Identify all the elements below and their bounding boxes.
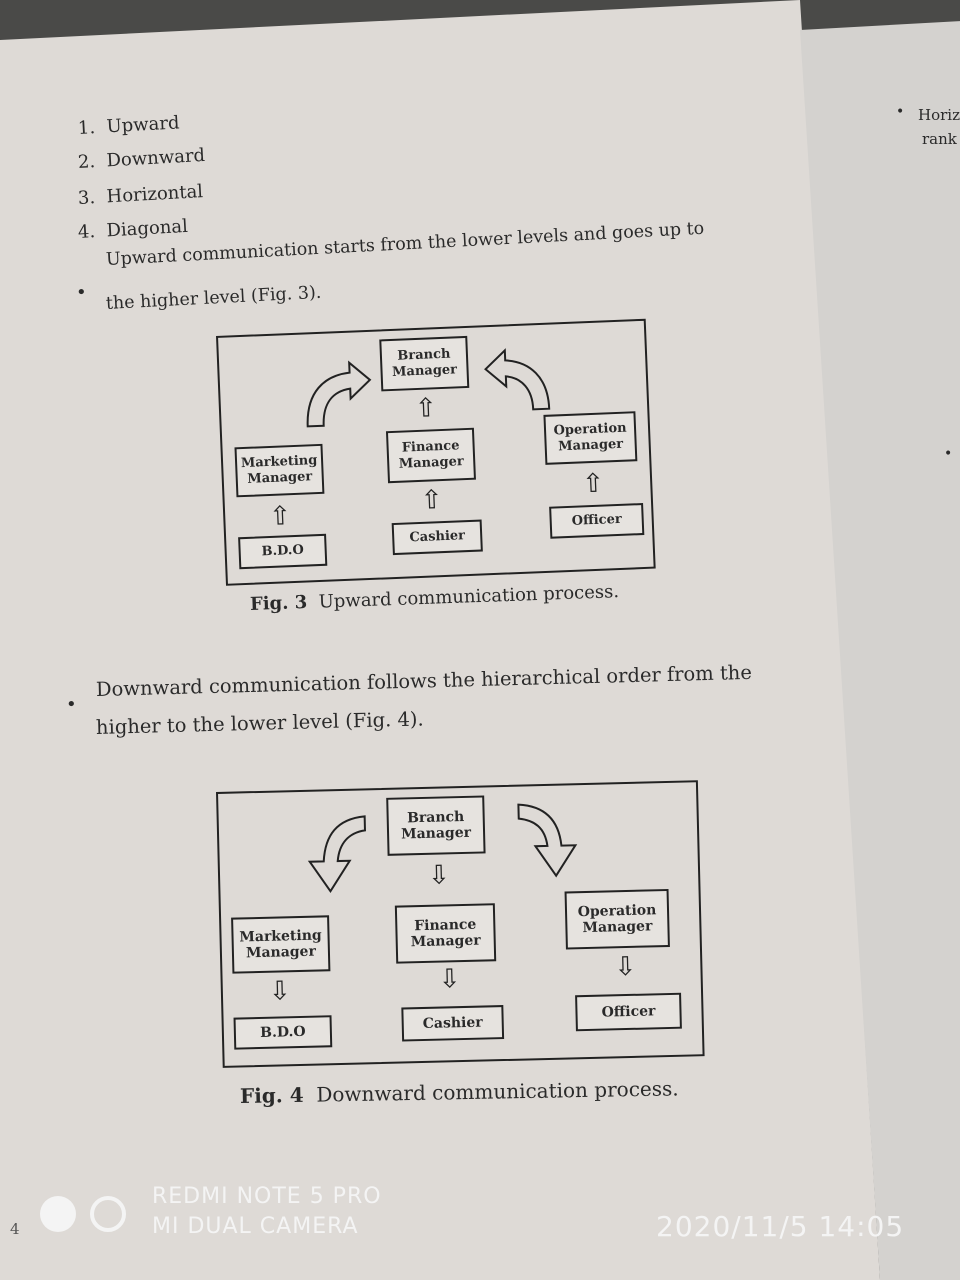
watermark-dot-ring-icon — [90, 1196, 126, 1232]
list-number: 3. — [77, 187, 96, 209]
figure-4: Branch Manager Marketing Manager Finance… — [216, 780, 705, 1068]
curved-arrow-down-left-icon — [307, 815, 367, 894]
curved-arrow-left-icon — [484, 348, 551, 411]
fig4-finance-manager-box: Finance Manager — [394, 903, 497, 964]
curved-arrow-down-right-icon — [517, 803, 578, 878]
fig3-branch-manager-box: Branch Manager — [379, 335, 470, 392]
figure-3: Branch Manager Marketing Manager Finance… — [216, 318, 656, 586]
right-page-text-line2: rank — [922, 130, 957, 148]
page-number: 4 — [10, 1220, 20, 1238]
fig4-operation-manager-box: Operation Manager — [564, 888, 670, 950]
fig4-branch-manager-box: Branch Manager — [386, 795, 486, 856]
fig3-officer-box: Officer — [549, 502, 645, 539]
fig3-caption-label: Fig. 3 — [249, 592, 308, 615]
list-number: 1. — [77, 117, 96, 139]
fig4-caption-label: Fig. 4 — [239, 1082, 304, 1108]
fig3-finance-manager-box: Finance Manager — [385, 427, 476, 484]
fig4-officer-box: Officer — [575, 992, 682, 1032]
watermark-dot-filled-icon — [40, 1196, 76, 1232]
watermark-datetime: 2020/11/5 14:05 — [656, 1210, 905, 1243]
arrow-down-icon: ⇩ — [438, 964, 461, 995]
book-page-left — [0, 0, 880, 1280]
arrow-down-icon: ⇩ — [427, 860, 451, 891]
list-number: 4. — [77, 221, 96, 243]
bullet-dot: • — [896, 104, 905, 120]
fig3-marketing-manager-box: Marketing Manager — [234, 443, 325, 498]
list-label: Upward — [106, 112, 181, 138]
arrow-up-icon: ⇧ — [581, 468, 605, 500]
arrow-up-icon: ⇧ — [268, 501, 292, 532]
fig4-bdo-box: B.D.O — [233, 1015, 333, 1050]
fig3-operation-manager-box: Operation Manager — [543, 411, 638, 465]
curved-arrow-right-icon — [306, 360, 372, 428]
arrow-up-icon: ⇧ — [420, 485, 444, 516]
bullet-dot: • — [66, 694, 77, 715]
arrow-down-icon: ⇩ — [268, 976, 292, 1007]
bullet-dot: • — [76, 282, 87, 303]
fig4-marketing-manager-box: Marketing Manager — [231, 915, 331, 974]
right-page-text-line1: Horiz — [918, 106, 960, 124]
watermark-camera: MI DUAL CAMERA — [152, 1214, 359, 1239]
bullet-dot: • — [944, 446, 953, 462]
watermark-device: REDMI NOTE 5 PRO — [152, 1184, 382, 1209]
fig4-cashier-box: Cashier — [401, 1005, 505, 1042]
fig3-bdo-box: B.D.O — [238, 533, 328, 570]
list-number: 2. — [77, 151, 96, 173]
arrow-down-icon: ⇩ — [614, 951, 637, 983]
arrow-up-icon: ⇧ — [414, 393, 438, 425]
fig3-cashier-box: Cashier — [391, 519, 483, 556]
